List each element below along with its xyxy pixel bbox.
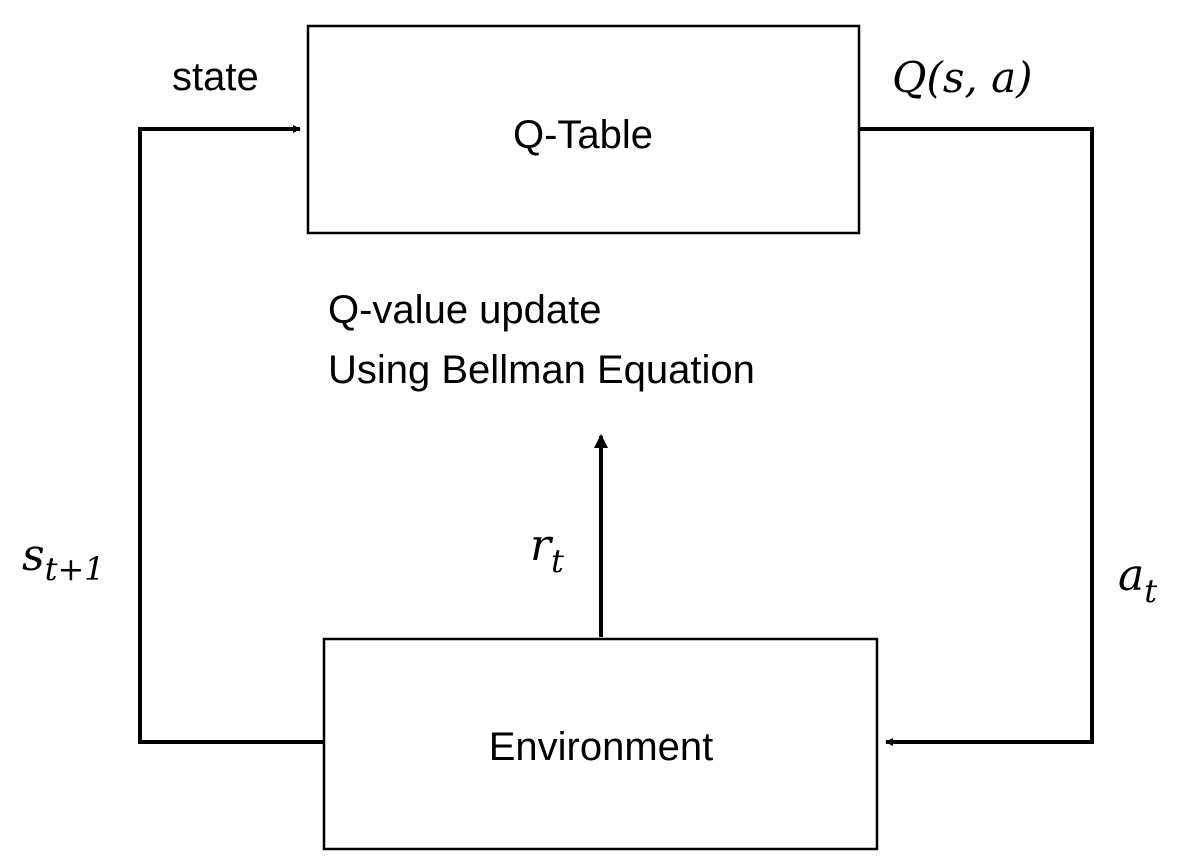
action-arrow [859, 127, 1094, 746]
q-table-box: Q-Table [306, 24, 861, 235]
environment-label: Environment [489, 725, 714, 769]
action-subscript: t [1144, 572, 1157, 610]
next-state-arrow [138, 125, 324, 744]
next-state-base: s [22, 530, 45, 581]
state-label: state [172, 55, 259, 99]
environment-box: Environment [322, 637, 879, 851]
update-note: Q-value update Using Bellman Equation [328, 288, 755, 392]
reward-label: rt [530, 520, 564, 580]
update-note-line2: Using Bellman Equation [328, 348, 755, 392]
next-state-subscript: t+1 [45, 550, 105, 588]
action-base: a [1118, 550, 1144, 601]
update-note-line1: Q-value update [328, 288, 602, 332]
action-label: at [1118, 550, 1157, 610]
reward-base: r [530, 520, 554, 571]
q-value-label: Q(s, a) [892, 53, 1033, 102]
next-state-label: st+1 [22, 530, 105, 588]
reward-subscript: t [551, 542, 564, 580]
q-table-label: Q-Table [513, 113, 653, 157]
